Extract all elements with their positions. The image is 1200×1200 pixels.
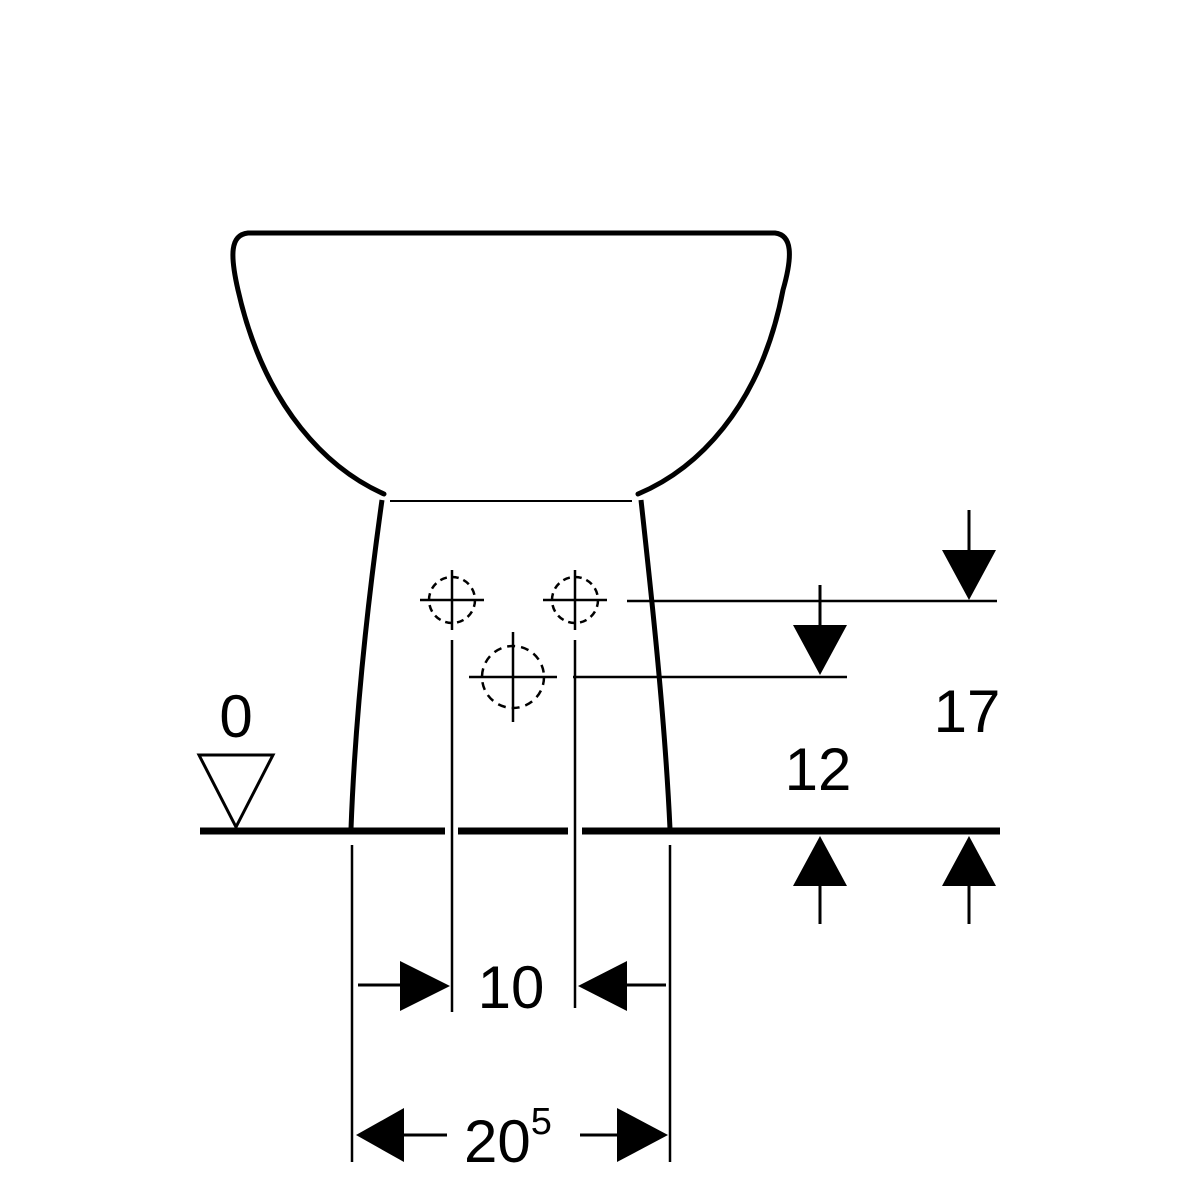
vertical-extension-lines [350, 640, 672, 1162]
dimension-10-arrows [358, 961, 666, 1011]
dimension-20-5-arrows [356, 1108, 668, 1162]
dimension-12-arrows [793, 585, 847, 924]
zero-level-label: 0 [219, 683, 252, 750]
level-triangle-icon [196, 753, 276, 831]
pedestal-left-side [348, 499, 385, 830]
bidet-bowl [230, 230, 792, 497]
dimension-10-label: 10 [478, 954, 545, 1021]
dimension-12-label: 12 [785, 736, 852, 803]
dimension-20-5-main: 20 [464, 1108, 531, 1175]
dimension-17-arrows [942, 510, 996, 924]
water-connection-left [420, 570, 484, 630]
dimension-17-label: 17 [934, 678, 1001, 745]
dimension-20-5-label: 205 [464, 1101, 552, 1175]
dimension-20-5-superscript: 5 [531, 1101, 552, 1143]
pedestal-right-side [638, 499, 673, 830]
drain-connection [469, 632, 557, 722]
water-connection-right [543, 570, 607, 630]
